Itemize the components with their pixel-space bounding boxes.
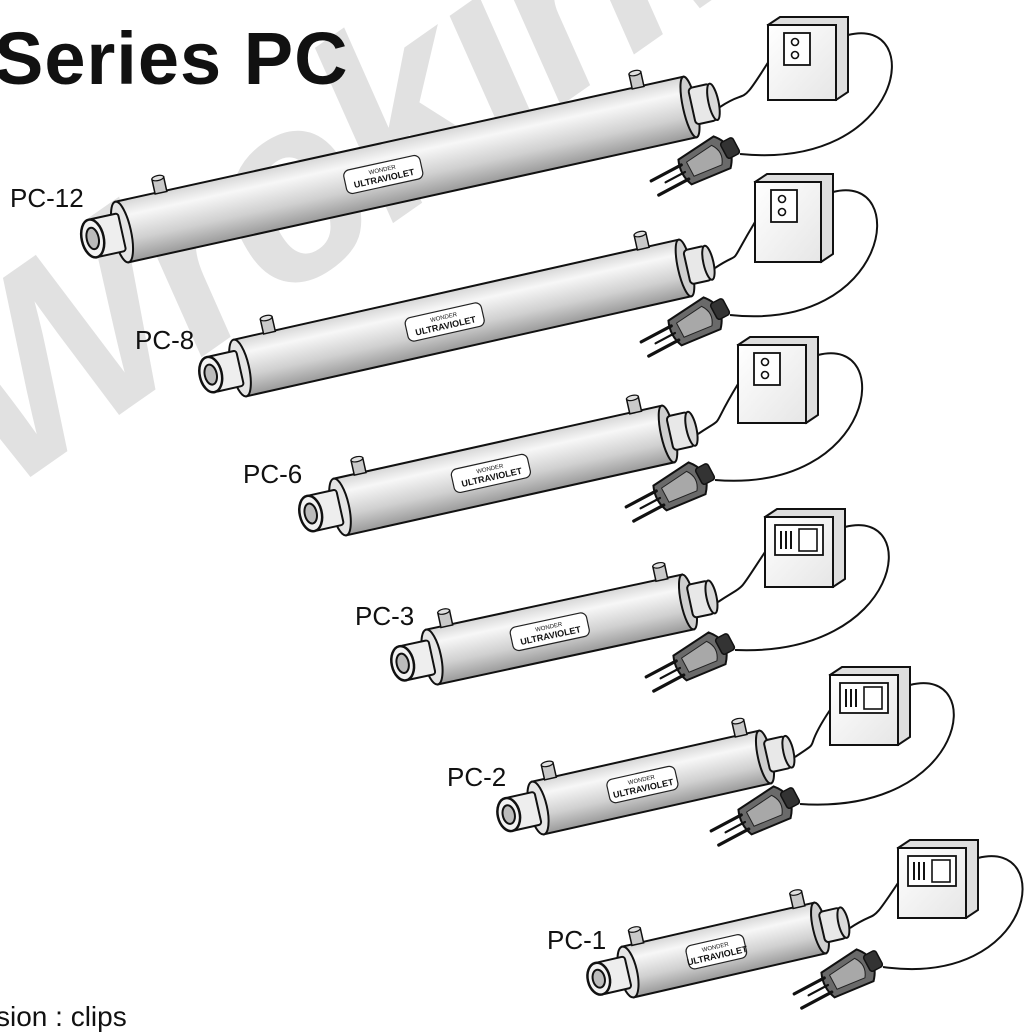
brand-top-text: WONDER xyxy=(628,775,657,787)
brand-top-text: WONDER xyxy=(368,165,397,177)
cable-icon xyxy=(849,882,899,929)
plug-icon xyxy=(644,631,736,693)
cable-icon xyxy=(882,855,1024,970)
brand-top-text: WONDER xyxy=(535,622,564,634)
cable-icon xyxy=(717,551,766,603)
page-title: Series PC xyxy=(0,17,349,100)
model-label-pc-6: PC-6 xyxy=(243,459,303,489)
brand-top-text: WONDER xyxy=(430,312,459,324)
model-label-pc-12: PC-12 xyxy=(10,183,84,213)
cable-icon xyxy=(729,189,879,318)
footer-text: sion : clips xyxy=(0,1001,127,1032)
cable-icon xyxy=(794,709,831,758)
power-adapter-icon xyxy=(896,839,979,920)
cable-icon xyxy=(714,352,864,482)
cable-icon xyxy=(719,61,769,108)
cable-icon xyxy=(734,524,890,652)
model-label-pc-2: PC-2 xyxy=(447,762,507,792)
cable-icon xyxy=(714,221,756,269)
power-adapter-icon xyxy=(766,16,849,102)
plug-icon xyxy=(792,948,884,1010)
model-label-pc-8: PC-8 xyxy=(135,325,195,355)
model-label-pc-3: PC-3 xyxy=(355,601,415,631)
model-label-pc-1: PC-1 xyxy=(547,925,607,955)
cable-icon xyxy=(739,32,893,157)
power-adapter-icon xyxy=(753,173,834,264)
cable-icon xyxy=(799,682,955,806)
power-adapter-icon xyxy=(763,508,846,589)
brand-top-text: WONDER xyxy=(476,463,505,475)
plug-icon xyxy=(624,461,716,523)
power-adapter-icon xyxy=(828,666,911,747)
plug-icon xyxy=(709,785,801,847)
power-adapter-icon xyxy=(736,336,819,425)
plug-icon xyxy=(639,296,731,358)
plug-icon xyxy=(649,135,741,197)
cable-icon xyxy=(697,383,739,435)
